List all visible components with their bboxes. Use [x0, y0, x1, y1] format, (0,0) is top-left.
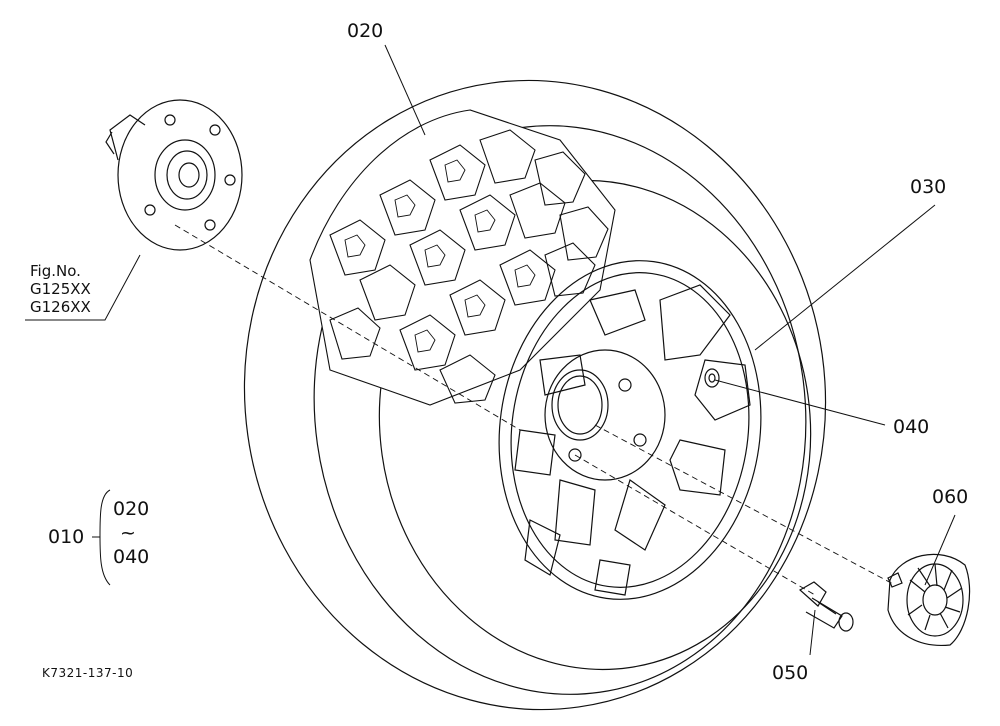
callout-050: 050 [772, 662, 809, 684]
center-cap [888, 554, 970, 645]
exploded-view-centerlines [175, 225, 895, 595]
callout-040: 040 [893, 416, 930, 438]
callout-060: 060 [932, 486, 969, 508]
callout-020: 020 [347, 20, 384, 42]
assembly-range-end: 040 [113, 546, 150, 568]
figure-ref-line3: G126XX [30, 298, 91, 316]
drawing-code: K7321-137-10 [42, 666, 134, 680]
tire-tread [310, 110, 615, 405]
assembly-bracket [92, 490, 110, 585]
wheel-rim [478, 244, 783, 617]
callout-030: 030 [910, 176, 947, 198]
figure-reference: Fig.No. G125XX G126XX [30, 262, 91, 316]
assembly-range-tilde: ~ [120, 522, 136, 544]
hub-flange [106, 100, 242, 250]
lug-bolt [800, 582, 853, 631]
assembly-main-part: 010 [48, 526, 85, 548]
figure-ref-line2: G125XX [30, 280, 91, 298]
assembly-range-start: 020 [113, 498, 150, 520]
valve-stem [705, 369, 719, 387]
leader-lines [25, 45, 955, 655]
figure-ref-line1: Fig.No. [30, 262, 81, 280]
